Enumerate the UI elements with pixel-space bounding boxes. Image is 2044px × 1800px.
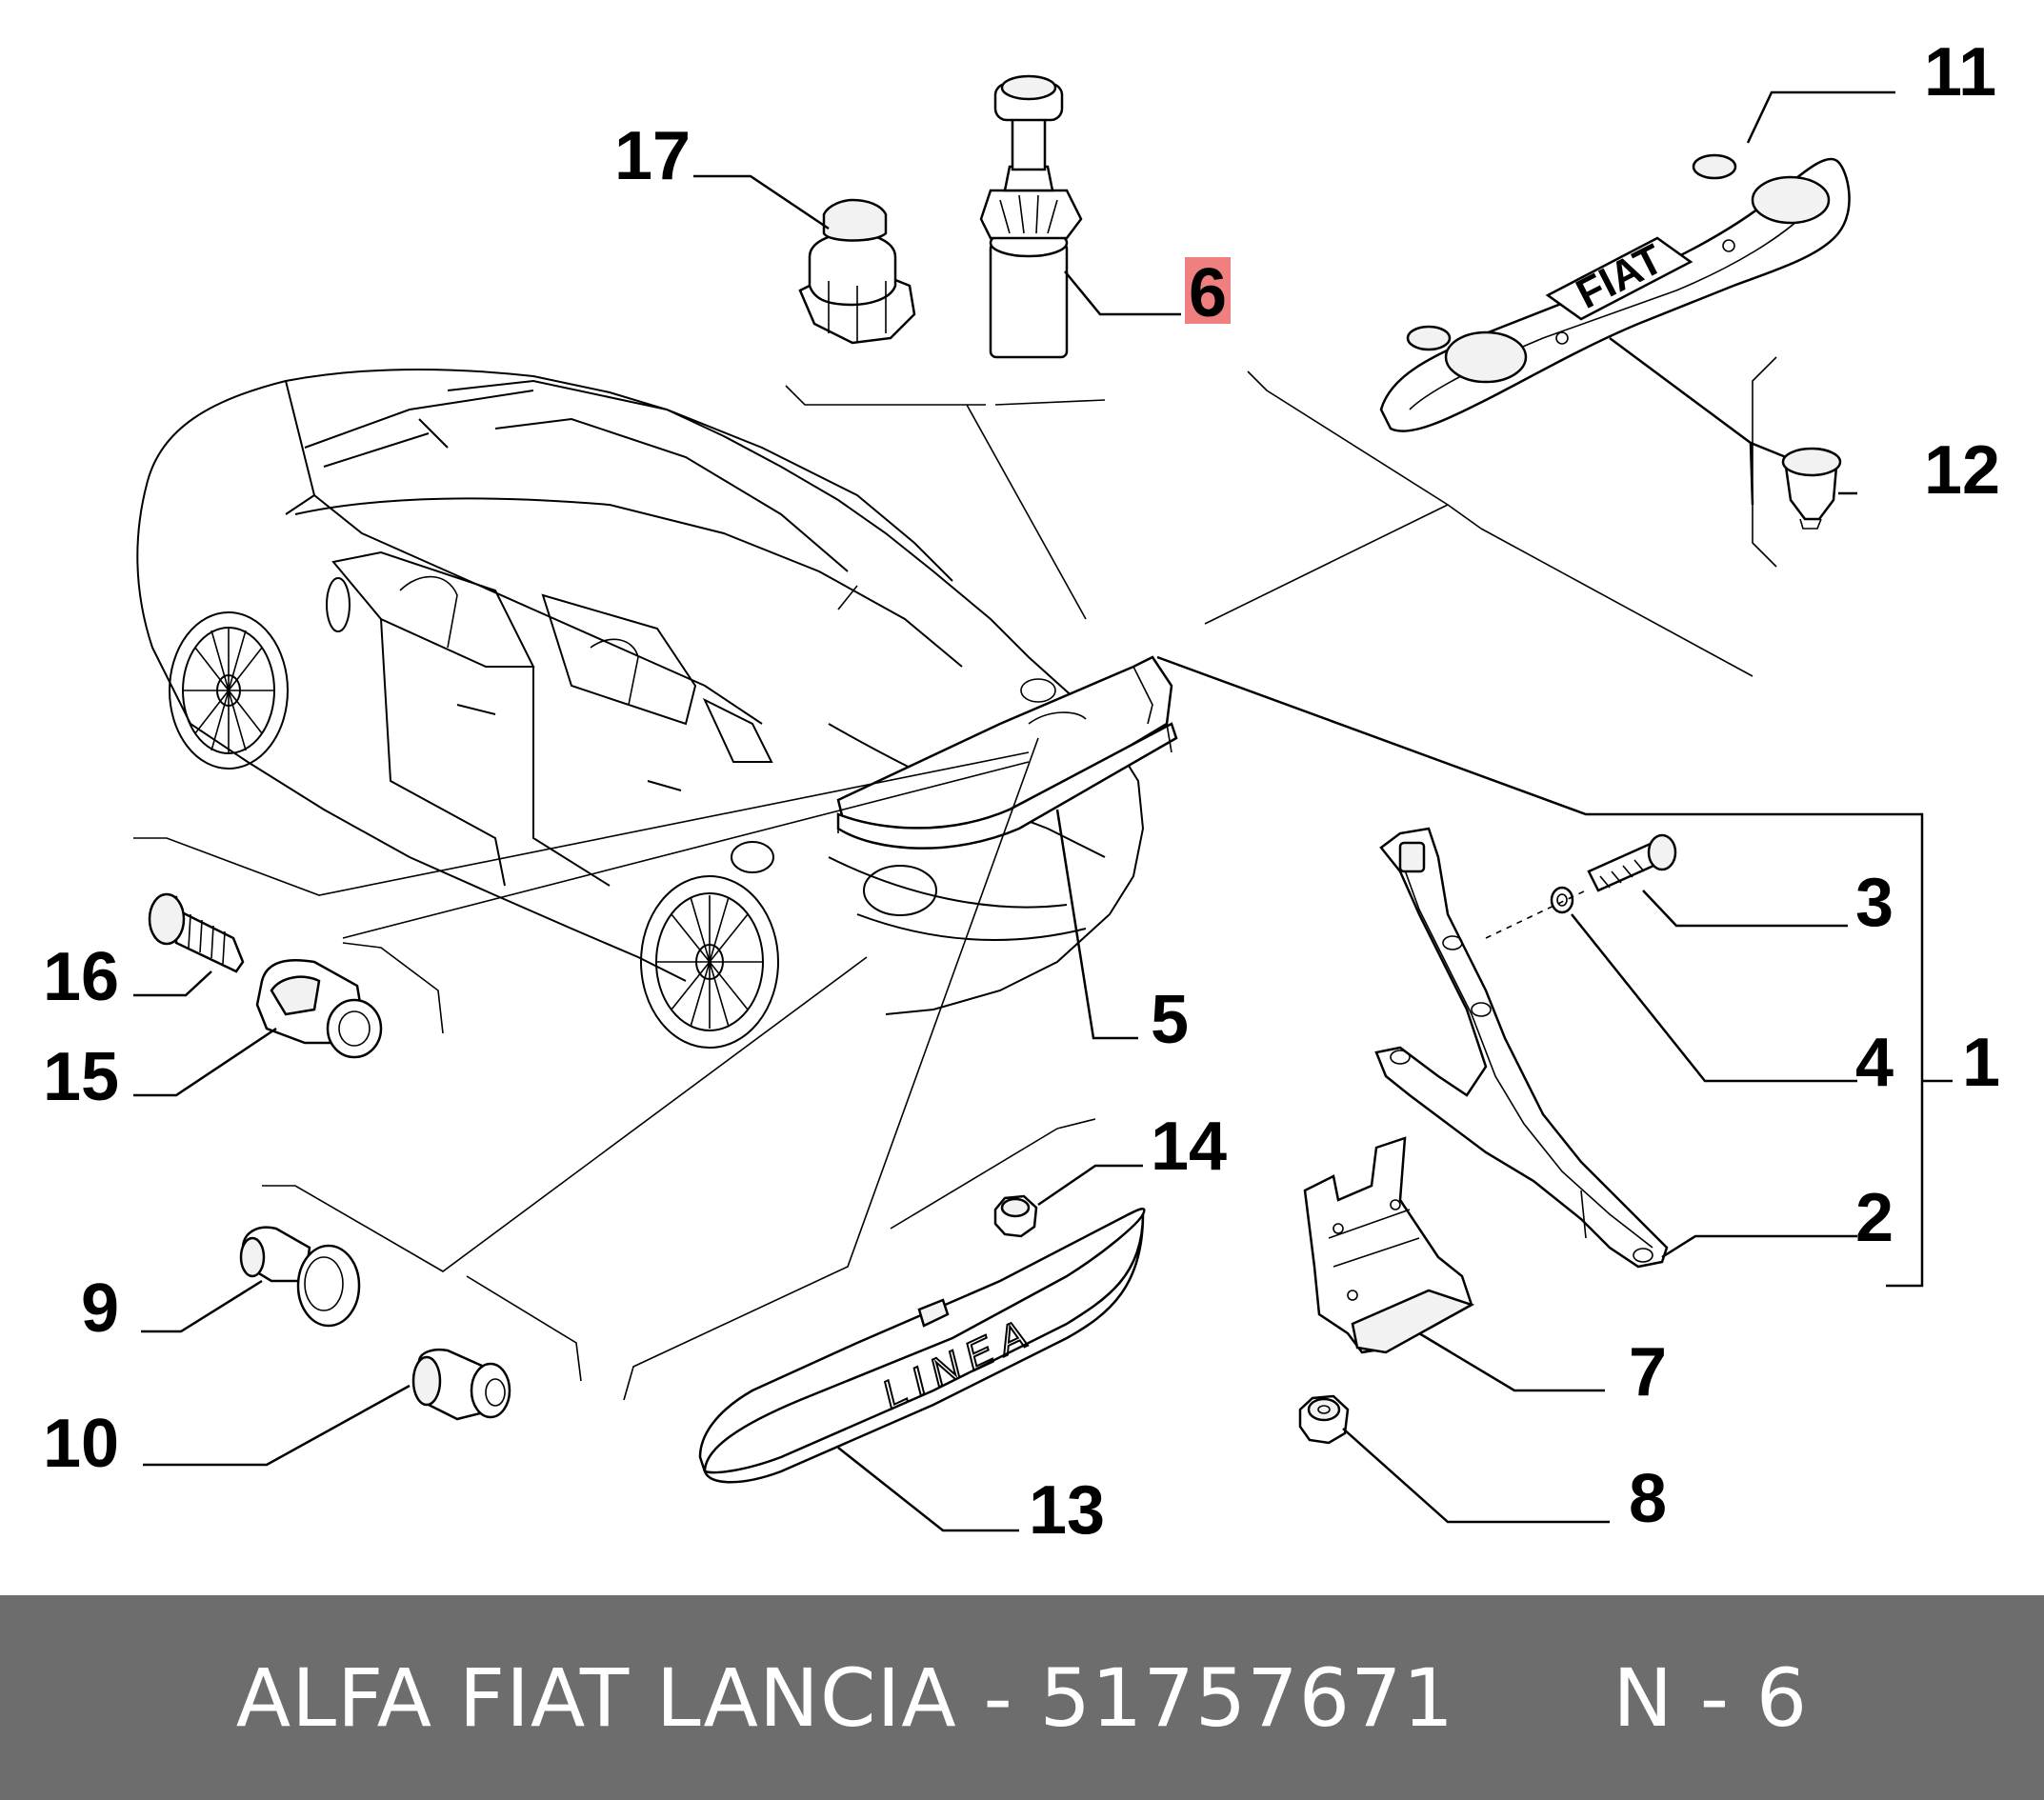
part-12-clip: [1781, 447, 1842, 530]
footer-suffix: N - 6: [1613, 1650, 1809, 1745]
callout-15: 15: [43, 1039, 119, 1115]
callout-12: 12: [1924, 432, 2000, 509]
exploded-parts-diagram: FIAT: [43, 34, 2000, 1549]
footer-brand: ALFA FIAT LANCIA: [235, 1650, 957, 1745]
callout-labels: 11 17 6 12 3 5 4 1 16 15 14 2 9 7 10 8 1…: [43, 34, 2000, 1549]
callout-6-highlight: [1185, 257, 1231, 324]
callout-3: 3: [1855, 865, 1894, 941]
part-10-grommet: [411, 1348, 511, 1421]
callout-1: 1: [1962, 1025, 2000, 1101]
part-13-garnish-strip: LINEA: [698, 1208, 1146, 1484]
part-17-cap: [798, 198, 916, 345]
callout-2: 2: [1855, 1180, 1894, 1256]
car-illustration: [136, 369, 1145, 1049]
part-8-nut: [1298, 1394, 1350, 1445]
callout-10: 10: [43, 1406, 119, 1482]
part-2-hinge: [1374, 827, 1669, 1269]
part-15-sensor: [255, 958, 383, 1059]
footer-part-number: 51757671: [1039, 1650, 1455, 1745]
callout-4: 4: [1855, 1025, 1894, 1101]
callout-16: 16: [43, 939, 119, 1015]
footer-caption: ALFA FIAT LANCIA - 51757671 N - 6: [235, 1650, 1809, 1745]
boot-lid: [836, 655, 1178, 850]
part-3-bolt: [1587, 833, 1677, 892]
callout-8: 8: [1629, 1461, 1667, 1537]
footer-banner: ALFA FIAT LANCIA - 51757671 N - 6: [0, 1595, 2044, 1800]
callout-7: 7: [1629, 1334, 1667, 1410]
callout-17: 17: [614, 118, 691, 194]
part-7-bracket: [1303, 1136, 1475, 1354]
callout-5: 5: [1151, 982, 1189, 1058]
part-6-strut: [979, 74, 1083, 359]
part-9-plug: [239, 1226, 361, 1328]
part-4-washer: [1550, 886, 1574, 914]
leader-lines: [133, 90, 1953, 1532]
part-14-nut: [993, 1194, 1038, 1238]
part-16-bolt: [148, 892, 245, 973]
callout-6: 6: [1189, 255, 1227, 331]
callout-14: 14: [1151, 1109, 1227, 1185]
callout-11: 11: [1924, 34, 1996, 110]
callout-9: 9: [81, 1270, 119, 1347]
callout-13: 13: [1029, 1472, 1105, 1549]
part-11-badge-plate: FIAT: [1379, 153, 1851, 432]
hinge-assembly-axis-line: [1485, 890, 1587, 939]
